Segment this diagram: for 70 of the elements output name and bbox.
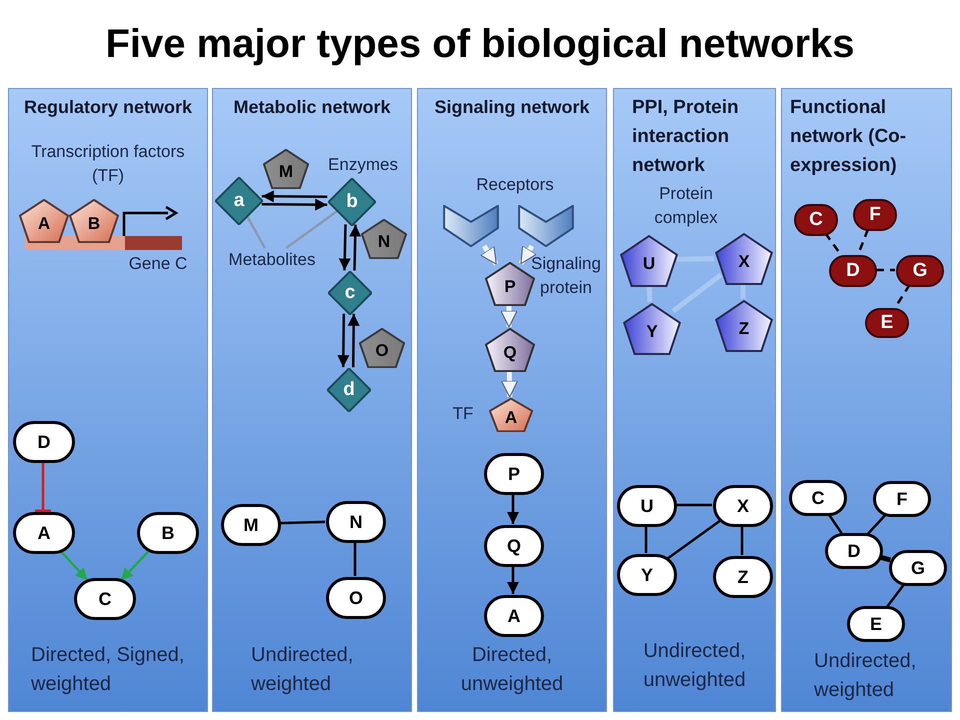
receptor-shape (518, 205, 574, 247)
arrow (262, 190, 328, 202)
inhibition-line (34, 462, 52, 512)
network-description: Directed, unweighted (460, 643, 564, 697)
network-panel (212, 88, 412, 712)
arrow (348, 314, 360, 368)
protein-pentagon: Z (715, 300, 773, 352)
arrow (500, 305, 518, 328)
panel-heading: Functional network (Co-expression) (789, 96, 908, 178)
connector-line (676, 256, 714, 262)
arrow (338, 224, 351, 270)
connector-line (676, 504, 712, 506)
diagram-title: Five major types of biological networks (104, 21, 856, 68)
protein-pentagon: Y (623, 303, 681, 355)
metabolite-diamond: b (328, 178, 376, 226)
node-label: Metabolites (217, 249, 327, 271)
connector-line (876, 268, 895, 272)
arrow (337, 314, 350, 368)
protein-pentagon: U (620, 235, 678, 287)
protein-pentagon: X (715, 233, 773, 285)
connector-line (646, 286, 652, 302)
connector-line (879, 554, 891, 562)
connector-line (246, 214, 266, 249)
network-panel (417, 88, 607, 712)
connector-line (280, 520, 326, 524)
network-panel (781, 88, 952, 712)
connector-line (740, 284, 746, 299)
arrow (501, 370, 518, 398)
receptor-shape (443, 205, 499, 247)
metabolite-diamond: d (327, 368, 371, 412)
network-description: Undirected, unweighted (642, 639, 747, 693)
arrow (507, 566, 519, 594)
arrow (480, 244, 498, 266)
text-label: Gene C (128, 253, 188, 275)
connector-line (285, 210, 338, 250)
panel-heading: PPI, Protein interaction network (631, 96, 740, 178)
protein-pentagon: Q (485, 328, 535, 372)
text-label: Receptors (475, 174, 555, 196)
network-description: Directed, Signed, weighted (30, 643, 186, 697)
arrow (262, 198, 328, 211)
connector-line (666, 519, 722, 560)
network-description: Undirected, weighted (250, 643, 354, 697)
connector-line (740, 526, 744, 555)
metabolite-diamond: c (328, 271, 372, 315)
arrow (120, 548, 152, 582)
arrow (349, 224, 362, 271)
enzyme-pentagon: M (263, 149, 309, 189)
connector-line (886, 582, 906, 608)
enzyme-pentagon: N (361, 219, 407, 259)
panel-heading: Regulatory network (22, 96, 194, 119)
text-label: Transcription factors (TF) (30, 141, 186, 187)
text-label: Enzymes (327, 154, 399, 176)
connector-line (672, 272, 722, 314)
text-label: TF (452, 403, 474, 425)
connector-line (354, 542, 356, 576)
text-label: Protein complex (653, 183, 719, 229)
metabolite-diamond: a (215, 177, 263, 225)
arrow (507, 494, 519, 524)
transcription-factor-pentagon: A (19, 199, 69, 243)
network-panel (613, 88, 776, 712)
network-panel (8, 88, 208, 712)
panel-heading: Signaling network (433, 96, 590, 119)
arrow (518, 244, 537, 266)
panel-heading: Metabolic network (232, 96, 392, 119)
enzyme-pentagon: O (359, 328, 405, 368)
transcription-factor-pentagon: A (489, 398, 533, 432)
connector-line (866, 512, 888, 536)
transcription-factor-pentagon: B (69, 199, 119, 243)
network-description: Undirected, weighted (813, 649, 918, 703)
connector-line (644, 526, 648, 553)
